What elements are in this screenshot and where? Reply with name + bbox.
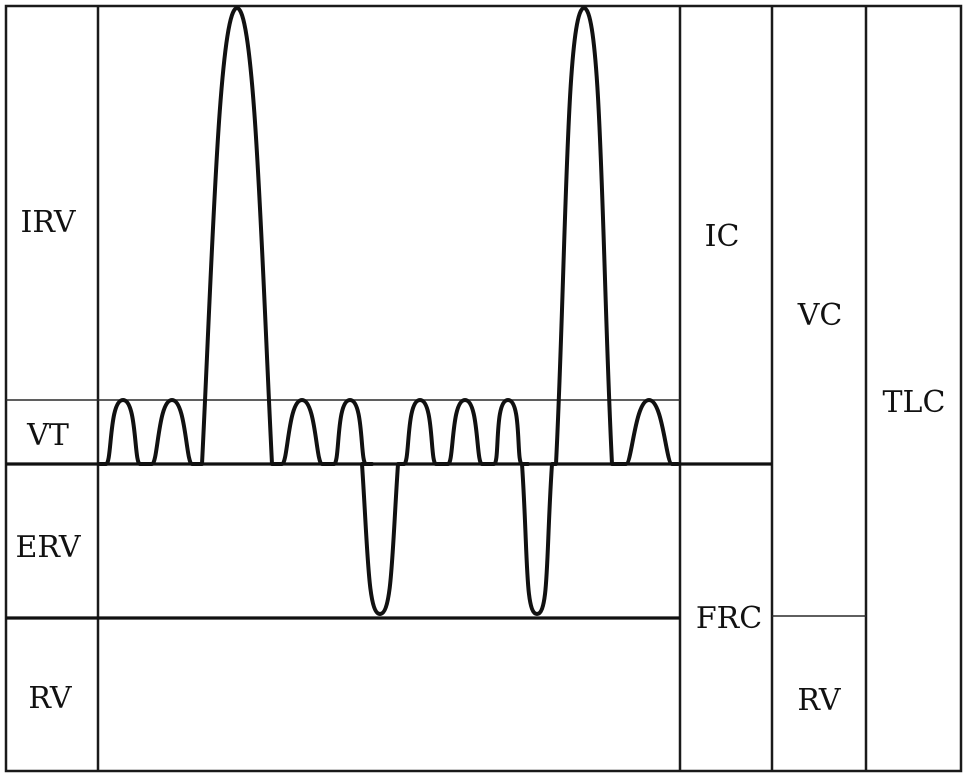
label-erv: ERV (15, 530, 81, 565)
label-rv-right: RV (797, 683, 842, 718)
label-irv: IRV (20, 205, 76, 240)
breathing-trace (98, 6, 680, 616)
outer-frame (4, 4, 963, 773)
label-frc: FRC (696, 601, 762, 636)
label-vt: VT (26, 418, 69, 453)
label-tlc: TLC (883, 385, 946, 420)
label-rv-left: RV (28, 681, 73, 716)
label-vc: VC (797, 298, 843, 333)
label-ic: IC (705, 219, 740, 254)
